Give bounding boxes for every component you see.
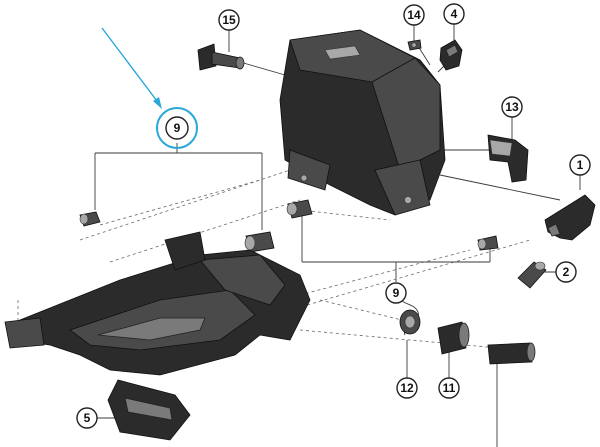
part-11-bushing [437, 321, 470, 355]
part-9-screw-a [79, 211, 101, 227]
callout-11: 11 [438, 377, 460, 399]
part-5-plate [107, 379, 191, 441]
part-1-link [544, 194, 596, 241]
cage-plate [4, 231, 311, 376]
part-13-bolt [197, 43, 245, 71]
part-9-screw-d [477, 235, 499, 251]
part-15-clip [407, 39, 422, 51]
svg-text:12: 12 [400, 381, 414, 395]
highlight-ring [156, 107, 198, 149]
svg-text:9: 9 [174, 121, 181, 135]
callout-12: 12 [396, 377, 418, 399]
part-9-screw-b [244, 231, 275, 253]
callout-4: 4 [443, 3, 465, 25]
part-4-cap [439, 39, 463, 71]
callout-2: 2 [555, 261, 577, 283]
svg-text:5: 5 [84, 411, 91, 425]
callout-9-bottom: 9 [385, 282, 407, 304]
callout-15: 14 [403, 4, 425, 26]
highlight-arrow [101, 27, 162, 109]
part-2-pin [517, 261, 547, 289]
part-14-bracket [487, 134, 529, 183]
svg-text:15: 15 [222, 13, 236, 27]
part-9-screw-c [286, 199, 313, 219]
svg-text:9: 9 [393, 286, 400, 300]
svg-text:1: 1 [577, 158, 584, 172]
callout-14: 13 [501, 96, 523, 118]
svg-text:11: 11 [443, 381, 456, 395]
svg-text:4: 4 [451, 7, 458, 21]
part-12-spring [399, 295, 421, 336]
leader-lines [94, 24, 581, 447]
main-body-unit [279, 29, 446, 216]
svg-text:14: 14 [407, 8, 421, 22]
svg-text:2: 2 [563, 265, 570, 279]
pivot-shaft [487, 342, 536, 365]
svg-text:13: 13 [505, 100, 519, 114]
callout-13: 15 [218, 9, 240, 31]
callout-9-top: 9 [165, 116, 189, 140]
callout-1: 1 [569, 154, 591, 176]
callout-5: 5 [76, 407, 98, 429]
